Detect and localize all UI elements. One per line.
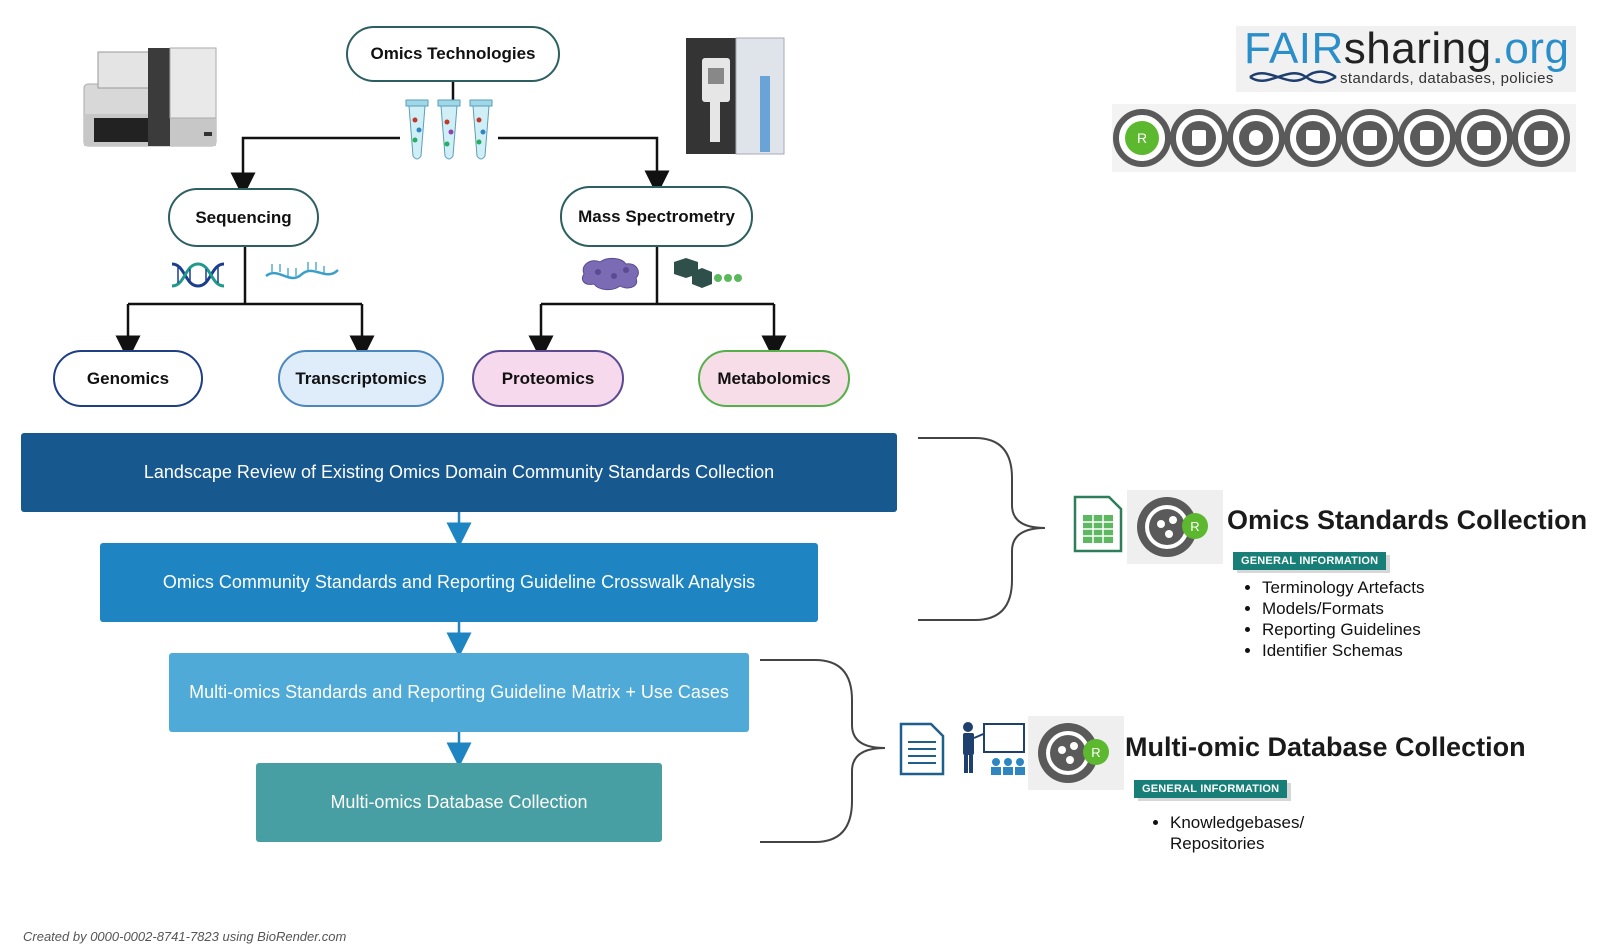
database-collection-title: Multi-omic Database Collection (1125, 732, 1526, 762)
mass-spectrometer-illustration (686, 37, 785, 155)
step-crosswalk-analysis: Omics Community Standards and Reporting … (100, 543, 818, 622)
document-icon (1284, 109, 1342, 167)
list-item: Terminology Artefacts (1262, 577, 1425, 598)
r-badge-text: R (1091, 745, 1100, 760)
database-collection-icon-tile: R (1028, 716, 1124, 790)
list-item: Models/Formats (1262, 598, 1425, 619)
logo-tagline: standards, databases, policies (1340, 70, 1554, 87)
gear-icon (1170, 109, 1228, 167)
root-node-omics-technologies: Omics Technologies (346, 26, 560, 82)
database-icon (1341, 109, 1399, 167)
leaf-node-transcriptomics: Transcriptomics (278, 350, 444, 407)
step-landscape-review: Landscape Review of Existing Omics Domai… (21, 433, 897, 512)
logo-fair: FAIR (1244, 24, 1344, 73)
standards-general-info-badge: GENERAL INFORMATION (1233, 552, 1387, 570)
database-general-info-badge: GENERAL INFORMATION (1134, 780, 1288, 798)
list-item: Knowledgebases/ (1170, 812, 1304, 833)
biorender-credit: Created by 0000-0002-8741-7823 using Bio… (23, 929, 347, 944)
leaf-node-metabolomics: Metabolomics (698, 350, 850, 407)
fairsharing-logo: FAIRsharing.org standards, databases, po… (1236, 24, 1576, 92)
standards-collection-icon-tile: R (1127, 490, 1223, 564)
svg-text:R: R (1137, 130, 1147, 146)
fairsharing-icon-strip: R (1112, 104, 1576, 172)
policy-icon (1398, 109, 1456, 167)
leaf-node-proteomics: Proteomics (472, 350, 624, 407)
document-icon (899, 722, 945, 776)
dna-icon (171, 262, 225, 288)
metabolite-icon (674, 258, 742, 288)
sequencer-illustration (83, 47, 217, 147)
logo-wave-icon (1249, 70, 1337, 84)
step-standards-matrix: Multi-omics Standards and Reporting Guid… (169, 653, 749, 732)
logo-wordmark: FAIRsharing.org (1244, 24, 1569, 74)
user-icon (1227, 109, 1285, 167)
leaf-node-genomics: Genomics (53, 350, 203, 407)
registry-icon: R (1113, 109, 1171, 167)
standards-items-list: Terminology Artefacts Models/Formats Rep… (1242, 577, 1425, 661)
id-icon (1512, 109, 1570, 167)
spreadsheet-icon (1073, 495, 1123, 553)
list-item: Repositories (1170, 834, 1265, 853)
presentation-icon (963, 722, 1025, 775)
list-item: Identifier Schemas (1262, 640, 1425, 661)
branch-node-sequencing: Sequencing (168, 188, 319, 247)
step-database-collection: Multi-omics Database Collection (256, 763, 662, 842)
test-tubes-icon (405, 99, 493, 160)
rna-icon (265, 262, 339, 280)
branch-node-mass-spectrometry: Mass Spectrometry (560, 186, 753, 247)
collection-gear-icon: R (1137, 497, 1208, 557)
r-badge-text: R (1190, 519, 1199, 534)
standards-collection-title: Omics Standards Collection (1227, 505, 1588, 535)
protein-icon (581, 257, 639, 291)
icon-strip-graphic: R (1113, 109, 1570, 167)
logo-org: .org (1491, 24, 1570, 73)
list-item: Reporting Guidelines (1262, 619, 1425, 640)
laptop-code-icon (1455, 109, 1513, 167)
database-items-list: Knowledgebases/ Repositories (1150, 812, 1304, 854)
logo-sharing: sharing (1343, 24, 1492, 73)
collection-gear-icon: R (1038, 723, 1109, 783)
